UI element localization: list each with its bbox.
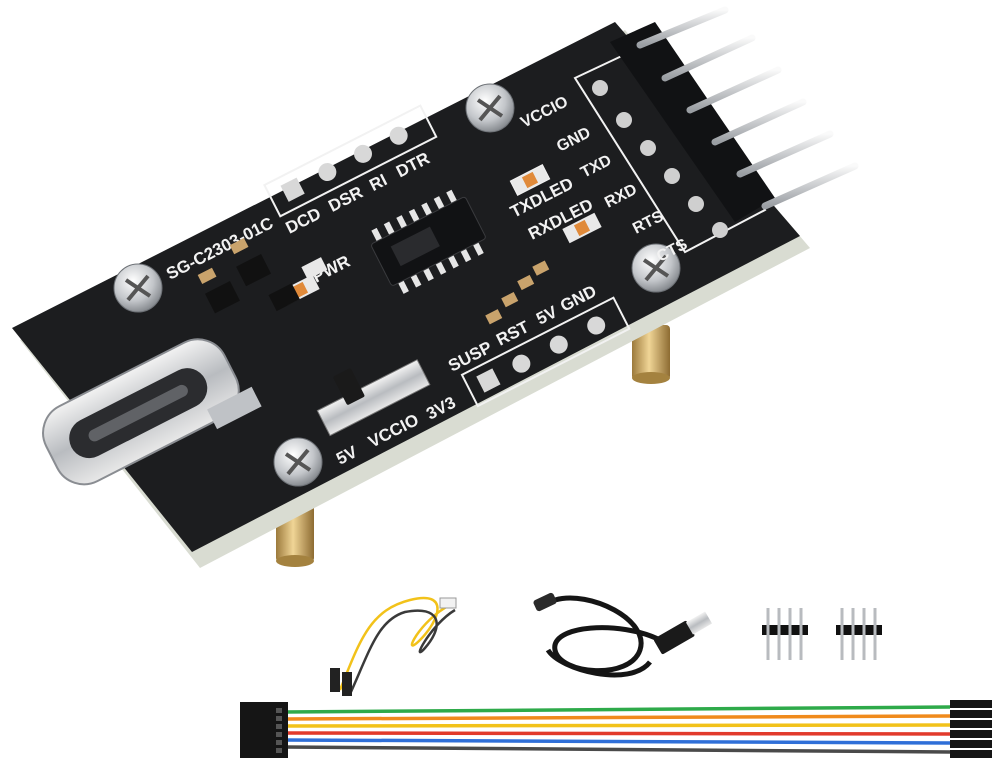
usb-a-plug (653, 620, 695, 655)
pad-dsr (318, 163, 337, 182)
jumper-plug-a (330, 668, 340, 692)
smd-components (197, 238, 550, 325)
ribbon-connectors-right (950, 700, 992, 758)
pin-header-4p-left (762, 608, 808, 660)
usb-c-connector (42, 338, 262, 486)
screw-top (465, 83, 515, 133)
pin-header-4p-right (836, 608, 882, 660)
pad-dcd (280, 177, 305, 202)
screws (113, 83, 681, 487)
jumper-connector (439, 597, 457, 609)
top-pin-box (263, 104, 438, 218)
pad-5v (549, 335, 568, 354)
header-pads (592, 80, 728, 238)
jumper-plug-b (342, 672, 352, 696)
header-housing (610, 22, 775, 222)
pad-ri (354, 144, 373, 163)
label-ri: RI (366, 170, 390, 195)
pad-susp (476, 368, 501, 393)
bottom-pin-box (460, 296, 631, 408)
pad-gnd (587, 316, 606, 335)
leds (280, 164, 602, 306)
pad-dtr (389, 126, 408, 145)
standoff-left-base (276, 555, 314, 567)
screw-bottom (273, 437, 323, 487)
usb-c-plug (533, 592, 557, 612)
jumper-wire-pair (330, 596, 457, 696)
bottom-pin-group (460, 296, 631, 408)
pin-header-6p (573, 6, 859, 254)
screw-left (113, 263, 163, 313)
standoff-right (632, 325, 670, 380)
usb-cable (533, 592, 713, 678)
voltage-switch (316, 359, 431, 437)
pad-rst (512, 354, 531, 373)
dupont-ribbon-6p (240, 700, 992, 758)
standoff-right-base (632, 372, 670, 384)
main-chip (371, 189, 486, 294)
screw-right (631, 243, 681, 293)
header-pins (636, 6, 859, 210)
usb-a-metal (685, 611, 713, 635)
